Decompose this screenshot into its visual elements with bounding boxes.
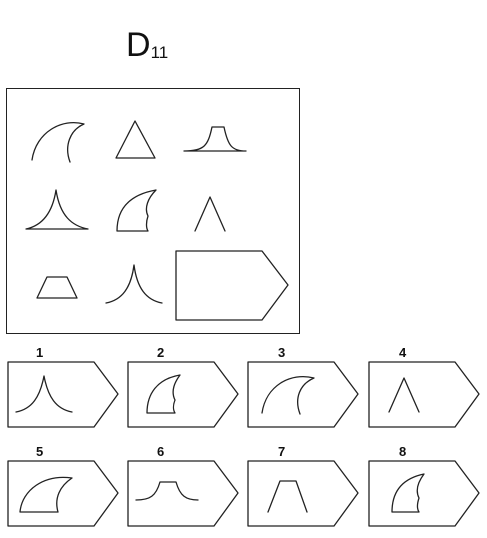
option-6[interactable] bbox=[127, 460, 239, 527]
option-2[interactable] bbox=[127, 361, 239, 428]
option-8-shield-notch-small bbox=[391, 473, 425, 513]
title-number: 11 bbox=[150, 43, 169, 62]
option-3-frame bbox=[247, 361, 359, 428]
matrix-grid bbox=[6, 88, 300, 334]
option-2-frame bbox=[127, 361, 239, 428]
option-3[interactable] bbox=[247, 361, 359, 428]
option-5[interactable] bbox=[7, 460, 119, 527]
puzzle-title: D11 bbox=[126, 28, 168, 62]
option-4-frame bbox=[368, 361, 480, 428]
option-7-trapezoid-open bbox=[267, 480, 308, 513]
option-4[interactable] bbox=[368, 361, 480, 428]
option-8-frame bbox=[368, 460, 480, 527]
title-letter: D bbox=[126, 26, 151, 64]
option-7-frame bbox=[247, 460, 359, 527]
option-2-shield-notch bbox=[146, 374, 181, 414]
option-6-frame bbox=[127, 460, 239, 527]
option-3-arc-hook bbox=[261, 376, 315, 415]
option-8[interactable] bbox=[368, 460, 480, 527]
option-6-bell-flat bbox=[135, 481, 199, 501]
option-7[interactable] bbox=[247, 460, 359, 527]
option-1-cusp-narrow bbox=[15, 375, 73, 413]
option-1-frame bbox=[7, 361, 119, 428]
option-5-arc-hook-filled bbox=[19, 476, 73, 513]
option-4-chevron bbox=[388, 377, 420, 413]
option-5-frame bbox=[7, 460, 119, 527]
option-1[interactable] bbox=[7, 361, 119, 428]
